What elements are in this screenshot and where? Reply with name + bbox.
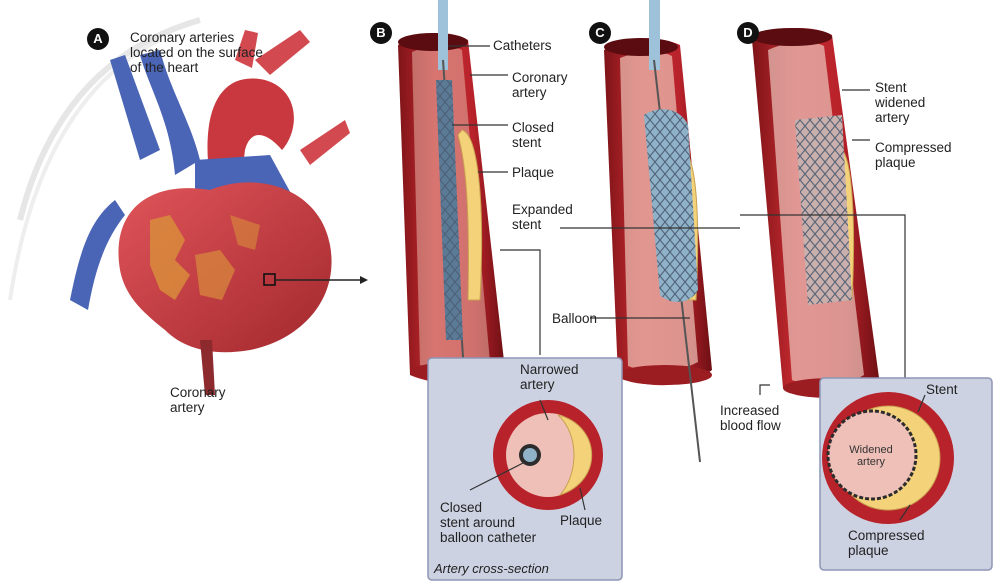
panel-d-letter: D <box>737 22 759 44</box>
panel-c-letter: C <box>589 22 611 44</box>
label-compressed-plaque-d: Compressed plaque <box>875 140 952 170</box>
arrow-head <box>360 276 368 284</box>
panel-b-letter: B <box>370 22 392 44</box>
label-widened-artery: Widened artery <box>845 444 897 468</box>
label-closed-stent: Closed stent <box>512 120 554 150</box>
label-expanded-stent: Expanded stent <box>512 202 573 232</box>
label-stent-inset: Stent <box>926 382 958 397</box>
label-compressed-plaque-inset: Compressed plaque <box>848 528 925 558</box>
label-plaque-b: Plaque <box>512 165 554 180</box>
heart-illustration <box>70 30 350 395</box>
artery-d <box>752 28 880 398</box>
heading-coronary-arteries: Coronary arteries located on the surface… <box>130 30 263 75</box>
caption-artery-cross-section: Artery cross-section <box>434 561 549 576</box>
label-closed-stent-around: Closed stent around balloon catheter <box>440 500 536 545</box>
label-coronary-artery-b: Coronary artery <box>512 70 568 100</box>
label-balloon: Balloon <box>552 311 597 326</box>
label-catheters: Catheters <box>493 38 552 53</box>
label-increased-blood-flow: Increased blood flow <box>720 403 781 433</box>
label-narrowed-artery: Narrowed artery <box>520 362 579 392</box>
label-plaque-inset: Plaque <box>560 513 602 528</box>
panel-a-letter: A <box>87 28 109 50</box>
label-coronary-artery-a: Coronary artery <box>170 385 226 415</box>
label-stent-widened-artery: Stent widened artery <box>875 80 925 125</box>
